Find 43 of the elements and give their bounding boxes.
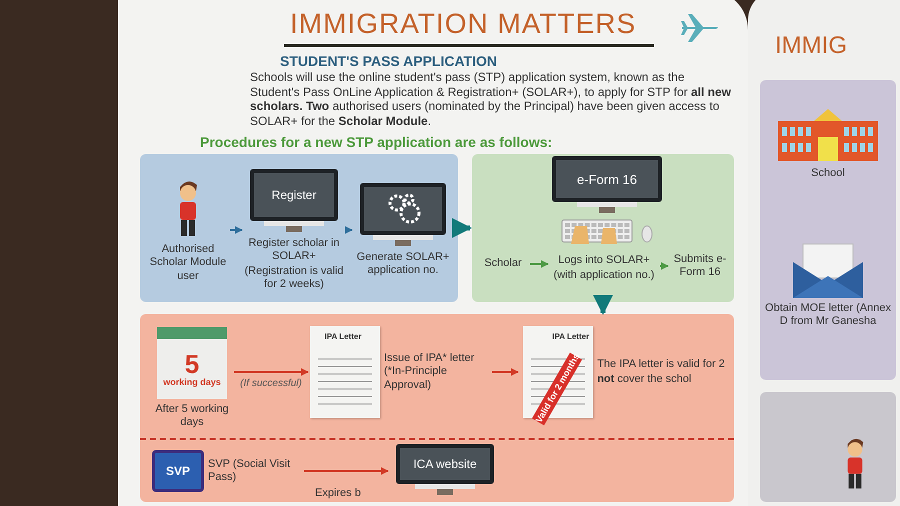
step-text: Logs into SOLAR+	[558, 254, 650, 267]
pass-card: SVP	[152, 450, 204, 492]
caption-text: The IPA letter is valid for 2	[597, 358, 725, 371]
procedure-heading: Procedures for a new STP application are as follows:	[200, 133, 554, 152]
panel-background	[760, 80, 896, 380]
step-text: Expires b	[315, 486, 362, 500]
arrow	[660, 262, 669, 270]
page-title: IMMIGRATION MATTERS	[290, 8, 636, 40]
arrow	[230, 226, 243, 234]
arrow	[530, 260, 549, 268]
step-text: Obtain MOE letter (Annex D from Mr Ganesha	[764, 302, 892, 328]
arrow	[593, 295, 613, 315]
day-count: 5	[184, 350, 200, 377]
caption-text: SVP (Social Visit Pass)	[208, 458, 292, 484]
arrow	[344, 226, 353, 234]
caption-text: not cover the schol	[597, 373, 692, 386]
caption-text: After 5 working days	[154, 402, 230, 430]
panel-background	[140, 314, 734, 502]
intro-paragraph: Schools will use the online student's pass (STP) application system, known as the Student's Pass OnLine Application & Registration+ (SOLAR+), to apply for STP for all new scholars. Two authorised users (nominated by the Principal) have been given access to SOLAR+ for the Scholar Module.	[250, 70, 732, 128]
arrow	[304, 467, 389, 475]
step-text: Submits e-Form 16	[672, 252, 728, 280]
calendar-caption: working days	[163, 376, 221, 387]
caption-text: Issue of IPA* letter (*In-Principle Approval)	[384, 352, 476, 392]
arrow	[452, 218, 472, 238]
panel-background	[472, 154, 734, 302]
arrow	[492, 368, 519, 376]
step-text: (Registration is valid for 2 weeks)	[244, 265, 344, 292]
panel-background	[760, 392, 896, 502]
step-text: (with application no.)	[554, 269, 654, 282]
section-heading: STUDENT'S PASS APPLICATION	[280, 52, 498, 70]
step-text: Register scholar in SOLAR+	[247, 236, 341, 263]
arrow	[234, 368, 309, 376]
page-title: IMMIG	[775, 31, 848, 61]
monitor-screen: ICA website	[396, 444, 494, 484]
step-text: Scholar	[484, 257, 522, 271]
step-text: Generate SOLAR+ application no.	[356, 250, 450, 278]
letter-heading: IPA Letter	[324, 331, 362, 341]
step-text: Authorised Scholar Module user	[148, 243, 228, 283]
letter-heading: IPA Letter	[551, 331, 590, 341]
monitor-screen: Register	[250, 168, 338, 221]
step-text: School	[811, 167, 845, 181]
monitor-screen: e-Form 16	[552, 156, 662, 202]
panel-background	[140, 154, 458, 302]
